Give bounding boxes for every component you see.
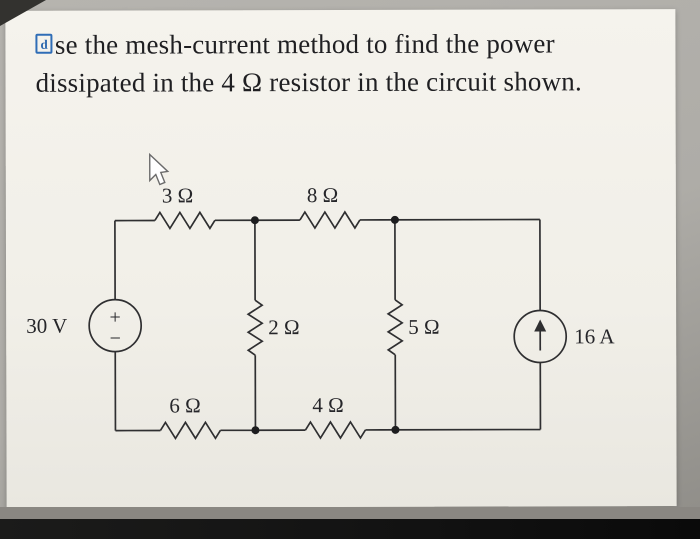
resistor-6ohm xyxy=(159,420,222,441)
label-current-source: 16 A xyxy=(574,324,615,348)
label-8ohm: 8 Ω xyxy=(307,183,338,207)
label-5ohm: 5 Ω xyxy=(408,315,439,339)
broken-glyph-icon: d xyxy=(35,33,53,54)
resistor-8ohm xyxy=(299,210,361,230)
problem-line2: dissipated in the 4 Ω resistor in the ci… xyxy=(35,66,582,98)
circuit-diagram: + − 3 Ω 8 Ω 2 Ω 5 Ω 6 Ω 4 Ω 30 V 16 A xyxy=(26,152,615,441)
node-dot xyxy=(390,215,399,224)
label-4ohm: 4 Ω xyxy=(312,393,343,417)
photo-bottom-gray-band xyxy=(0,507,700,519)
node-dot xyxy=(391,425,400,434)
voltage-source xyxy=(88,298,143,353)
voltage-plus-sign: + xyxy=(109,307,120,329)
label-3ohm: 3 Ω xyxy=(162,183,193,207)
resistor-3ohm xyxy=(154,210,216,231)
problem-line1: se the mesh-current method to find the p… xyxy=(54,28,555,60)
current-source xyxy=(513,309,568,364)
label-voltage-source: 30 V xyxy=(26,314,67,338)
node-dot xyxy=(250,216,259,225)
resistor-4ohm xyxy=(304,420,367,440)
up-arrow-icon xyxy=(534,319,547,351)
resistor-2ohm xyxy=(246,299,264,356)
node-dot xyxy=(251,426,260,435)
label-2ohm: 2 Ω xyxy=(268,315,299,339)
voltage-minus-sign: − xyxy=(110,328,121,350)
mouse-cursor-icon xyxy=(149,152,170,186)
label-6ohm: 6 Ω xyxy=(169,393,200,417)
photo-bottom-black-band xyxy=(0,519,700,539)
resistor-5ohm xyxy=(386,299,404,356)
